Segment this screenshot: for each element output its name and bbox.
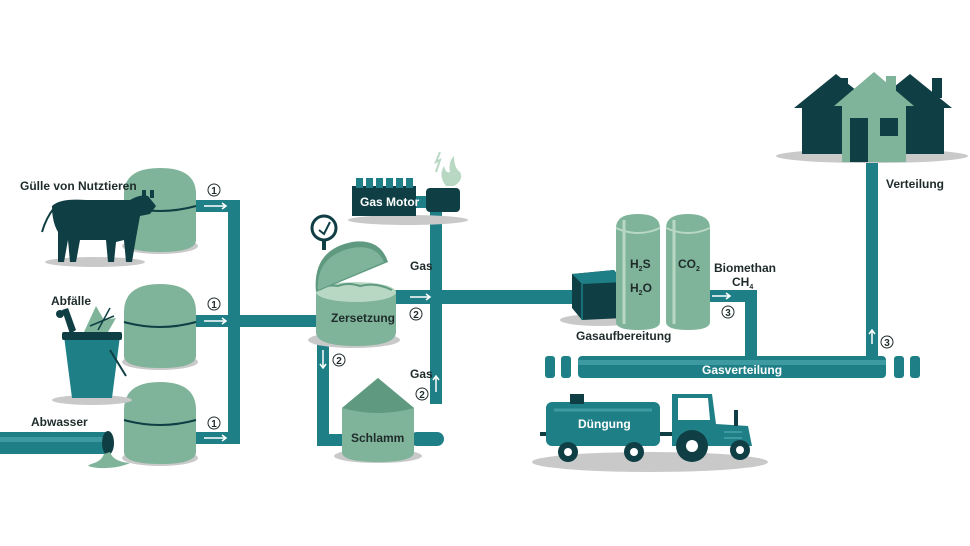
cow-icon [41, 190, 156, 267]
step-marker-2b: 2 [332, 353, 346, 367]
purification-column-2 [665, 214, 711, 330]
step-markers: 1 1 1 2 2 2 3 3 [207, 183, 894, 430]
label-fertilizing: Düngung [578, 417, 631, 431]
step-marker-1c: 1 [207, 416, 221, 430]
label-digestion: Zersetzung [331, 311, 395, 325]
step-marker-2a: 2 [409, 307, 423, 321]
step-marker-1b: 1 [207, 297, 221, 311]
pipe-to-motor [430, 210, 442, 294]
step-marker-2c: 2 [415, 387, 429, 401]
input-tank-1 [122, 168, 198, 254]
svg-text:3: 3 [884, 338, 890, 349]
svg-text:2: 2 [336, 356, 342, 367]
step-marker-3b: 3 [880, 335, 894, 349]
sludge-tank [334, 378, 422, 463]
svg-text:1: 1 [211, 300, 217, 311]
label-gas-lower: Gas [410, 367, 433, 381]
pipe-digester-down [317, 330, 329, 446]
distribution-pipeline [545, 356, 920, 378]
pipe-sludge-out [410, 432, 444, 446]
label-ch4: CH4 [732, 275, 753, 291]
gas-motor [348, 151, 468, 225]
label-gas-processing: Gasaufbereitung [576, 329, 671, 343]
input-tank-2 [122, 284, 198, 370]
label-cattle: Gülle von Nutztieren [20, 179, 137, 193]
label-gas-upper: Gas [410, 259, 433, 273]
label-sewage: Abwasser [31, 415, 88, 429]
input-tank-3 [122, 382, 198, 466]
houses-icon [776, 72, 968, 163]
pipe-biomethane-down [745, 290, 757, 360]
pipe-sludge-up [430, 300, 442, 404]
pipe-to-houses [866, 160, 878, 360]
svg-text:3: 3 [725, 308, 731, 319]
step-marker-3a: 3 [721, 305, 735, 319]
label-co2: CO2 [678, 257, 700, 273]
label-distribution: Verteilung [886, 177, 944, 191]
pipe-network [195, 160, 878, 446]
purification-column-1 [615, 214, 661, 330]
label-biomethane: Biomethan [714, 261, 776, 275]
svg-text:2: 2 [413, 310, 419, 321]
label-waste: Abfälle [51, 294, 91, 308]
step-marker-1a: 1 [207, 183, 221, 197]
label-h2s: H2S [630, 257, 651, 273]
tractor-tanker-icon [532, 394, 768, 472]
pipe-to-digester [235, 315, 325, 327]
label-distribution-pipe: Gasverteilung [702, 363, 782, 377]
svg-text:2: 2 [419, 390, 425, 401]
label-sludge: Schlamm [351, 431, 404, 445]
flow-arrows [204, 202, 876, 442]
svg-text:1: 1 [211, 186, 217, 197]
label-gas-motor: Gas Motor [360, 195, 420, 209]
svg-text:1: 1 [211, 419, 217, 430]
pipe-collector [228, 200, 240, 444]
sewage-pipe [0, 431, 130, 469]
label-h2o: H2O [630, 281, 652, 297]
waste-bucket-icon [52, 306, 132, 405]
labels: Gülle von Nutztieren Abfälle Abwasser Ze… [20, 177, 944, 445]
digester [308, 214, 400, 348]
